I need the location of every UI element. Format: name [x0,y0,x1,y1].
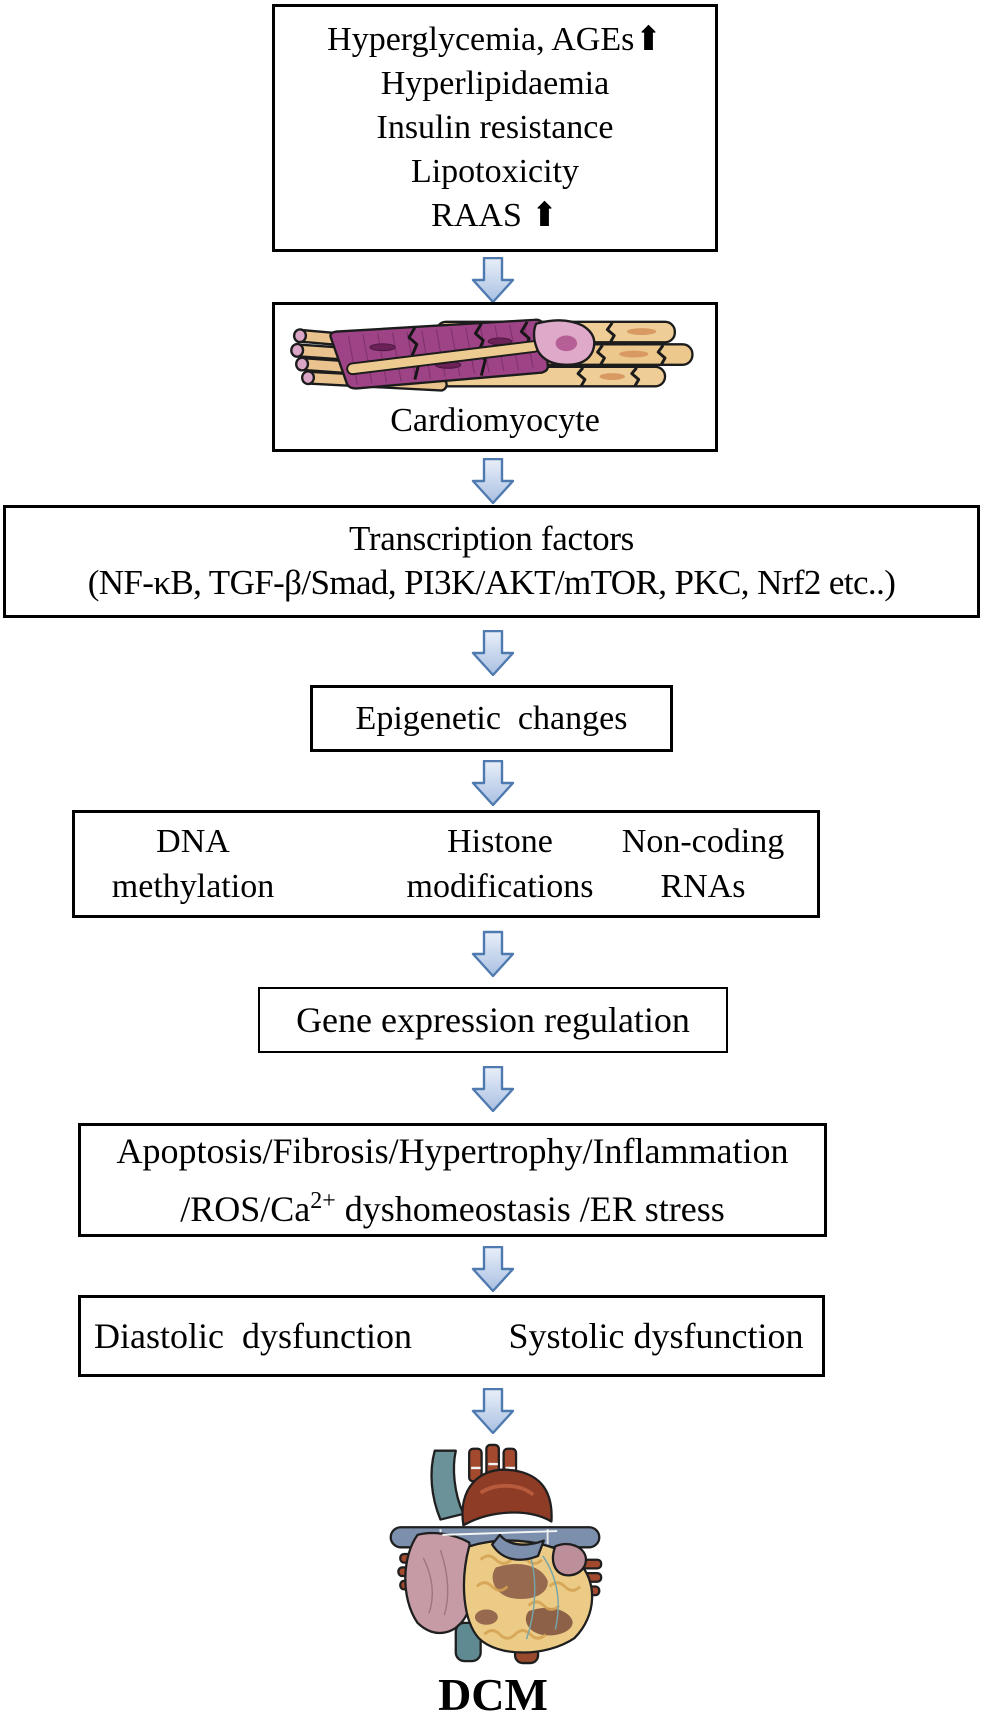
dna-methylation-column: DNA methylation [112,813,274,915]
transcription-factors-box: Transcription factors (NF-κB, TGF-β/Smad… [3,505,980,618]
cellular-outcomes-box: Apoptosis/Fibrosis/Hypertrophy/Inflammat… [78,1123,827,1237]
histone-modifications-column: Histone modifications [407,813,594,915]
heart-illustration [389,1443,603,1665]
risk-line-insulin-resistance: Insulin resistance [376,109,614,146]
histone-modifications-line1: Histone [447,823,553,860]
cardiomyocyte-illustration [290,318,694,392]
outcomes-line2-superscript: 2+ [310,1188,336,1214]
histone-modifications-line2: modifications [406,868,594,905]
outcomes-line2-post: dyshomeostasis /ER stress [335,1189,725,1229]
outcomes-line2-pre: /ROS/Ca [180,1189,311,1229]
noncoding-rnas-column: Non-coding RNAs [622,813,784,915]
dcm-label: DCM [438,1669,548,1720]
dna-methylation-line2: methylation [111,868,275,905]
down-arrow-icon [471,760,515,806]
down-arrow-icon [471,930,515,978]
risk-line-hyperglycemia: Hyperglycemia, AGEs⬆ [327,21,663,58]
cardiomyocyte-box: Cardiomyocyte [272,302,718,452]
gene-expression-regulation-label: Gene expression regulation [296,1000,690,1040]
transcription-factors-detail: (NF-κB, TGF-β/Smad, PI3K/AKT/mTOR, PKC, … [87,562,896,602]
dysfunction-box: Diastolic dysfunction Systolic dysfuncti… [78,1295,825,1377]
risk-factors-box: Hyperglycemia, AGEs⬆ Hyperlipidaemia Ins… [272,4,718,252]
down-arrow-icon [471,257,515,303]
noncoding-rnas-line2: RNAs [660,868,746,905]
down-arrow-icon [471,1388,515,1434]
epigenetic-changes-box: Epigenetic changes [310,685,673,752]
outcomes-line1: Apoptosis/Fibrosis/Hypertrophy/Inflammat… [116,1131,789,1171]
risk-line-lipotoxicity: Lipotoxicity [410,153,580,190]
gene-expression-regulation-box: Gene expression regulation [258,987,728,1053]
transcription-factors-title: Transcription factors [349,518,634,558]
down-arrow-icon [471,630,515,676]
systolic-dysfunction-label: Systolic dysfunction [508,1316,804,1356]
outcomes-line2: /ROS/Ca2+ dyshomeostasis /ER stress [180,1176,725,1234]
cardiomyocyte-label: Cardiomyocyte [390,402,600,439]
down-arrow-icon [471,1066,515,1112]
down-arrow-icon [471,458,515,504]
noncoding-rnas-line1: Non-coding [621,823,785,860]
risk-line-hyperlipidaemia: Hyperlipidaemia [380,65,610,102]
epigenetic-changes-label: Epigenetic changes [355,699,628,737]
down-arrow-icon [471,1246,515,1292]
dna-methylation-line1: DNA [156,823,230,860]
epigenetic-mechanisms-box: DNA methylation Histone modifications No… [72,810,820,918]
risk-line-raas: RAAS ⬆ [431,197,559,234]
diastolic-dysfunction-label: Diastolic dysfunction [94,1316,412,1356]
